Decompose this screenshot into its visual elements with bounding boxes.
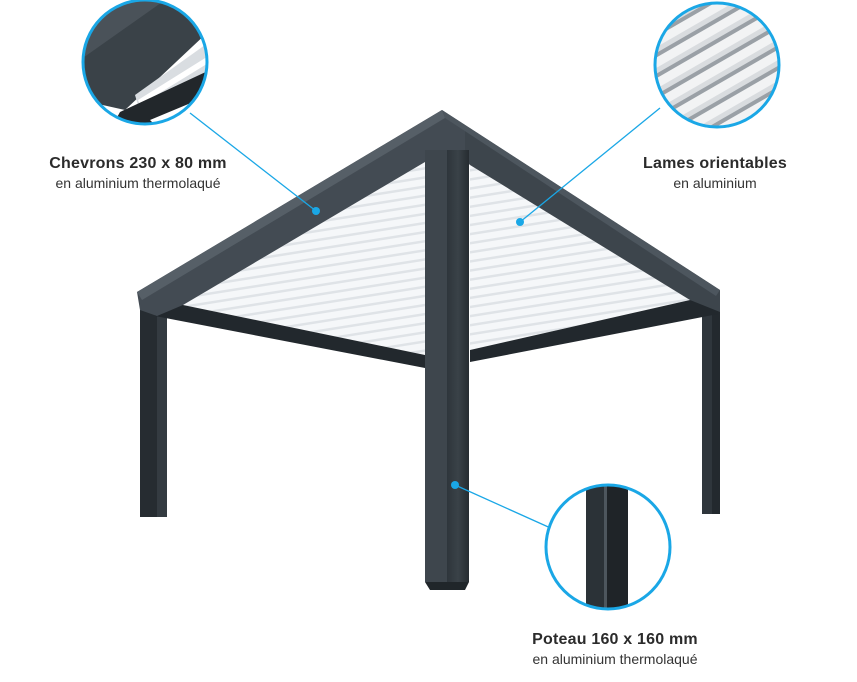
leader-lines [189,107,661,531]
zoom-chevron-detail [81,0,209,126]
chevron-frame [137,110,720,316]
zoom-louvre-detail [653,1,781,129]
callout-poteau-title: Poteau 160 x 160 mm [532,631,698,648]
callout-chevrons-subtitle: en aluminium thermolaqué [55,175,221,191]
inner-beams [155,300,718,368]
callout-chevrons-title: Chevrons 230 x 80 mm [49,155,227,172]
callout-poteau: Poteau 160 x 160 mm en aluminium thermol… [495,630,735,669]
roof-louvres [183,162,690,355]
front-post [425,150,469,590]
leader-dots [312,207,524,489]
callout-lames: Lames orientables en aluminium [605,154,825,193]
zoom-post-detail [544,483,672,611]
back-posts [140,302,720,517]
callout-lames-title: Lames orientables [643,155,787,172]
callout-chevrons: Chevrons 230 x 80 mm en aluminium thermo… [18,154,258,193]
callout-poteau-subtitle: en aluminium thermolaqué [532,651,698,667]
callout-lames-subtitle: en aluminium [673,175,757,191]
